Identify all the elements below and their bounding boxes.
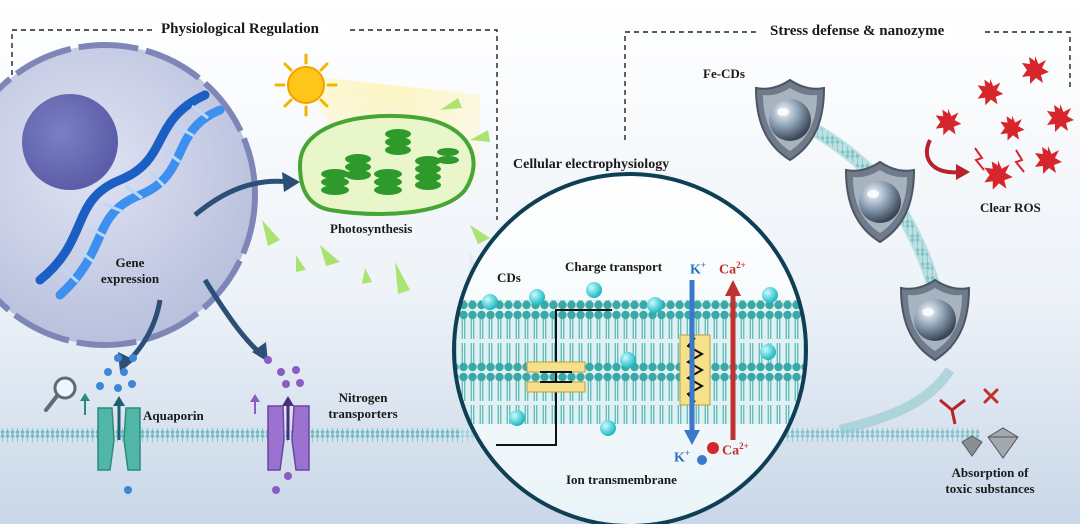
cds-particles [482, 282, 778, 436]
gene-expression-label: Gene expression [100, 255, 160, 286]
light-shards [262, 98, 490, 294]
k-ion-label-top: K+ [690, 260, 707, 278]
aquaporin-icon [97, 396, 141, 471]
x-mark-icon [983, 388, 999, 404]
electrophysiology-circle [452, 172, 808, 524]
aquaporin-label: Aquaporin [143, 408, 204, 423]
ion-transmembrane-label: Ion transmembrane [566, 472, 677, 487]
ca-ion-label-top: Ca2+ [719, 260, 746, 278]
charge-transport-label: Charge transport [565, 259, 663, 274]
magnifier-icon [44, 376, 77, 412]
clear-ros-arrow [924, 139, 961, 175]
absorption-label: Absorption of toxic substances [945, 465, 1035, 496]
clear-ros-label: Clear ROS [980, 200, 1041, 215]
capacitor-icon [526, 361, 586, 393]
section-title-physiological: Physiological Regulation [155, 21, 325, 38]
nucleus [22, 94, 118, 190]
section-title-stress: Stress defense & nanozyme [764, 23, 951, 40]
fe-cds-label: Fe-CDs [703, 66, 745, 81]
binding-site [939, 398, 966, 425]
chloroplast-icon [297, 113, 476, 216]
resistor-icon [679, 334, 711, 406]
photosynthesis-label: Photosynthesis [330, 221, 413, 236]
cds-label: CDs [497, 270, 521, 285]
water-molecules [96, 354, 137, 494]
stress-frame [624, 31, 1071, 140]
dna-icon [35, 90, 225, 300]
sun-icon [274, 53, 338, 117]
k-ion-label-bottom: K+ [674, 448, 691, 466]
nitrogen-transporters-label: Nitrogen transporters [328, 390, 398, 421]
nitrogen-transporter-icon [267, 396, 310, 471]
nitrogen-molecules [264, 356, 304, 494]
ca-ion-label-bottom: Ca2+ [722, 441, 749, 459]
section-title-electrophysiology: Cellular electrophysiology [513, 157, 670, 172]
diamond-icon [961, 427, 1019, 459]
physiological-frame [11, 29, 498, 220]
